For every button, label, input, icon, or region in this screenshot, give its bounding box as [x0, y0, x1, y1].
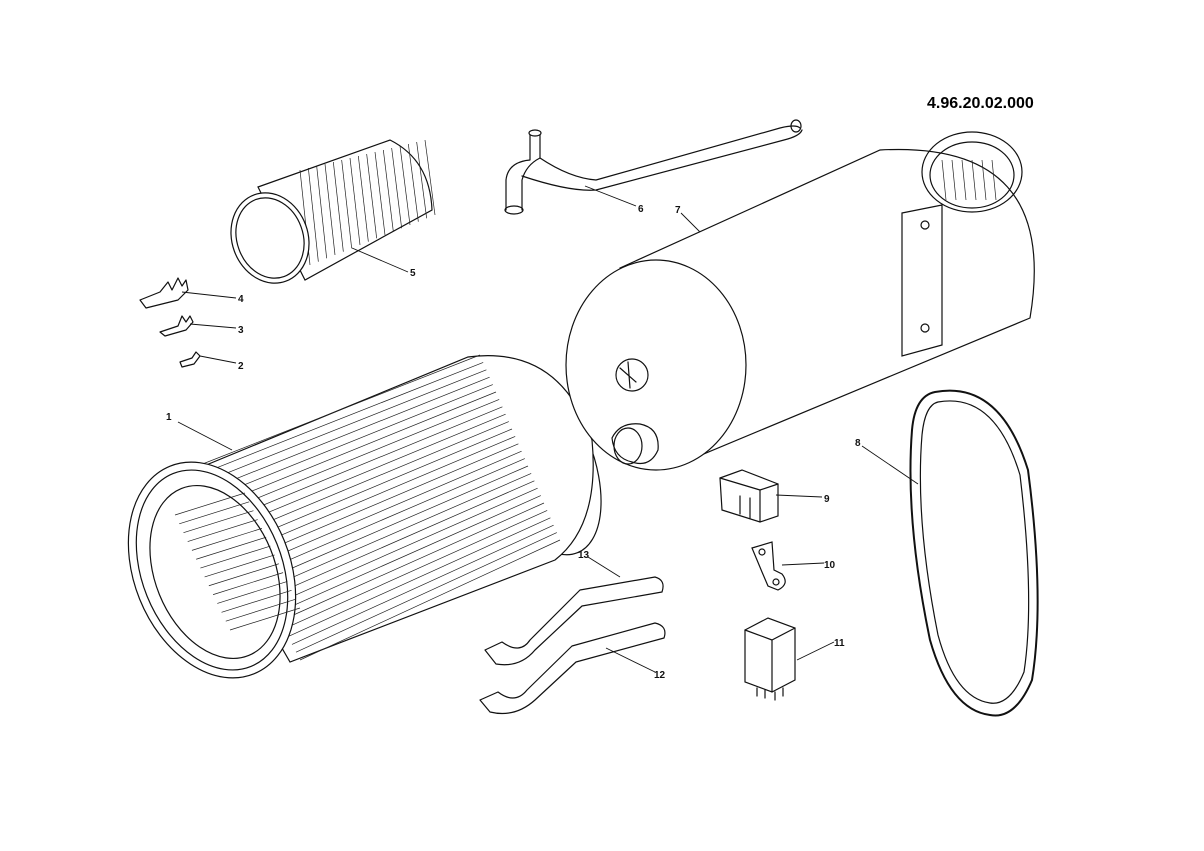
callout-5: 5 [410, 268, 416, 279]
callout-11: 11 [834, 638, 845, 649]
callout-2: 2 [238, 361, 244, 372]
callout-10: 10 [824, 560, 836, 571]
callout-1: 1 [166, 412, 172, 423]
part-1-filter-cartridge [127, 354, 602, 679]
part-12-spring-clip [479, 622, 666, 715]
part-2-terminal [179, 351, 201, 368]
part-3-terminal [159, 315, 194, 337]
part-9-connector-block [719, 469, 779, 523]
part-8-belt [909, 389, 1039, 717]
part-5-corrugated-hose [230, 139, 436, 284]
part-13-spring-clip [484, 576, 664, 666]
leader-lines [177, 185, 919, 673]
callout-4: 4 [238, 294, 244, 305]
drawing-code: 4.96.20.02.000 [927, 95, 1034, 112]
part-11-relay [744, 617, 796, 701]
callout-labels: 1 2 3 4 5 6 7 8 9 10 11 12 13 [166, 204, 861, 681]
callout-12: 12 [654, 670, 666, 681]
part-7-heater-drum [565, 131, 1035, 471]
callout-8: 8 [855, 438, 861, 449]
callout-7: 7 [675, 205, 681, 216]
callout-6: 6 [638, 204, 644, 215]
callout-3: 3 [238, 325, 244, 336]
part-4-terminal [139, 277, 189, 309]
callout-9: 9 [824, 494, 830, 505]
part-10-bracket [751, 541, 786, 591]
callout-13: 13 [578, 550, 590, 561]
part-6-bent-tube [504, 119, 803, 215]
